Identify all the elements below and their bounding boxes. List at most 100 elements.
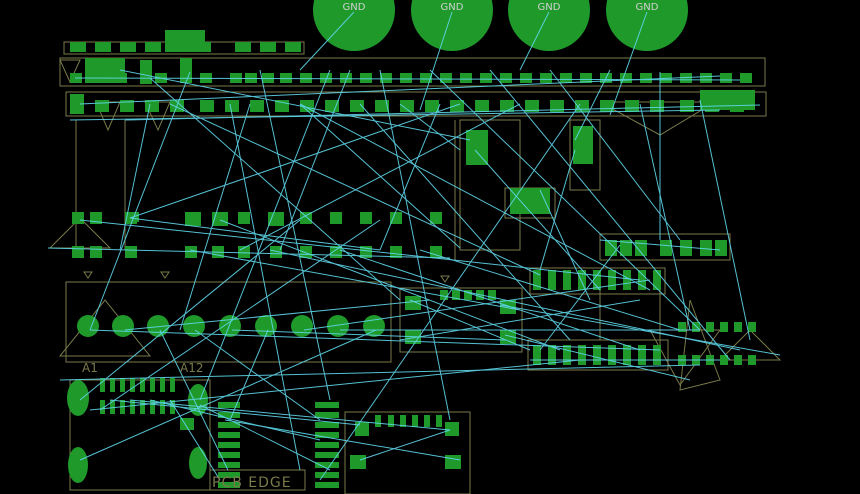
smd-pad [325, 100, 339, 112]
ratsnest-wire [124, 104, 761, 121]
gnd-label: GND [538, 2, 561, 13]
smd-pad [170, 400, 175, 414]
smd-pad [315, 452, 339, 458]
smd-pad [218, 482, 240, 488]
smd-pad [608, 270, 616, 290]
ratsnest-wire [639, 103, 691, 331]
ratsnest-wire [129, 399, 451, 431]
gnd-label: GND [636, 2, 659, 13]
silkscreen-triangle [160, 271, 170, 279]
mounting-pad [189, 447, 207, 479]
ratsnest-wire [89, 359, 581, 411]
smd-pad [350, 100, 364, 112]
smd-pad [734, 355, 742, 365]
smd-pad [734, 322, 742, 332]
smd-pad [235, 42, 251, 52]
smd-pad [680, 73, 692, 83]
smd-pad [653, 345, 661, 365]
smd-pad [700, 90, 755, 110]
smd-pad [340, 73, 352, 83]
ratsnest-wire [79, 329, 377, 461]
smd-pad [520, 73, 532, 83]
smd-pad [578, 270, 586, 290]
ratsnest-wire [229, 329, 269, 421]
smd-pad [130, 378, 135, 392]
ratsnest-wire [419, 249, 681, 331]
ratsnest-wire [189, 249, 521, 311]
gnd-pad-group[interactable]: GND GND GND GND [313, 0, 688, 51]
ratsnest-wire [149, 399, 321, 441]
smd-pad [412, 415, 418, 427]
ratsnest-wire [299, 11, 355, 71]
smd-pad [740, 73, 752, 83]
silkscreen-triangle [83, 271, 93, 279]
ratsnest-wire [379, 69, 451, 421]
smd-pad [715, 240, 727, 256]
ratsnest-wire [229, 103, 301, 471]
smd-pad [70, 42, 86, 52]
ratsnest-wire [224, 419, 461, 461]
ratsnest-wire [149, 77, 401, 301]
ratsnest-wire [303, 279, 651, 331]
gnd-pad[interactable] [411, 0, 493, 51]
smd-pad [390, 212, 402, 224]
smd-pad [445, 422, 459, 436]
smd-pad [680, 100, 694, 112]
smd-pad [500, 330, 516, 344]
smd-pad [262, 73, 274, 83]
ratsnest-wire [231, 329, 506, 341]
smd-pad [424, 415, 430, 427]
smd-pad [400, 415, 406, 427]
smd-pad [560, 73, 572, 83]
ratsnest-wire [499, 304, 781, 356]
smd-pad [380, 73, 392, 83]
smd-pad [268, 212, 284, 226]
smd-pad [488, 290, 496, 300]
smd-pad [450, 100, 464, 112]
smd-pad [500, 300, 516, 314]
pcb-edge-label: PCB EDGE [212, 475, 292, 491]
smd-pad [623, 345, 631, 365]
smd-pad [150, 378, 155, 392]
smd-pad [580, 73, 592, 83]
smd-pad [100, 378, 105, 392]
smd-pad [573, 126, 593, 164]
ratsnest-wire [539, 189, 591, 301]
smd-pad [430, 212, 442, 224]
ratsnest-wire [299, 103, 461, 249]
smd-pad [185, 212, 201, 226]
ratsnest-wire [359, 429, 451, 461]
smd-pad [120, 100, 134, 112]
gnd-pad[interactable] [313, 0, 395, 51]
smd-pad [563, 270, 571, 290]
smd-pad [90, 246, 102, 258]
smd-pad [218, 472, 240, 478]
ratsnest-wire [159, 329, 229, 471]
ratsnest-wire [339, 249, 641, 351]
smd-pad [285, 42, 301, 52]
smd-pad [165, 30, 205, 52]
ratsnest-wire [47, 247, 451, 259]
smd-pad [218, 422, 240, 428]
ratsnest-wire [259, 69, 331, 401]
smd-pad [72, 212, 84, 224]
smd-pad [245, 73, 257, 83]
ratsnest-wire [79, 219, 641, 281]
smd-pad [355, 422, 369, 436]
ratsnest-wire [599, 239, 721, 251]
smd-pad [95, 42, 111, 52]
gnd-pad[interactable] [606, 0, 688, 51]
smd-pad [300, 100, 314, 112]
ratsnest-wire [409, 299, 531, 351]
ratsnest-wire [124, 299, 431, 331]
smd-pad [445, 455, 461, 469]
smd-pad [250, 100, 264, 112]
smd-pad [692, 322, 700, 332]
smd-pad [160, 378, 165, 392]
ratsnest-wire [119, 103, 151, 251]
smd-pad [608, 345, 616, 365]
smd-pad [260, 42, 276, 52]
gnd-pad[interactable] [508, 0, 590, 51]
silkscreen-layer [59, 41, 767, 494]
